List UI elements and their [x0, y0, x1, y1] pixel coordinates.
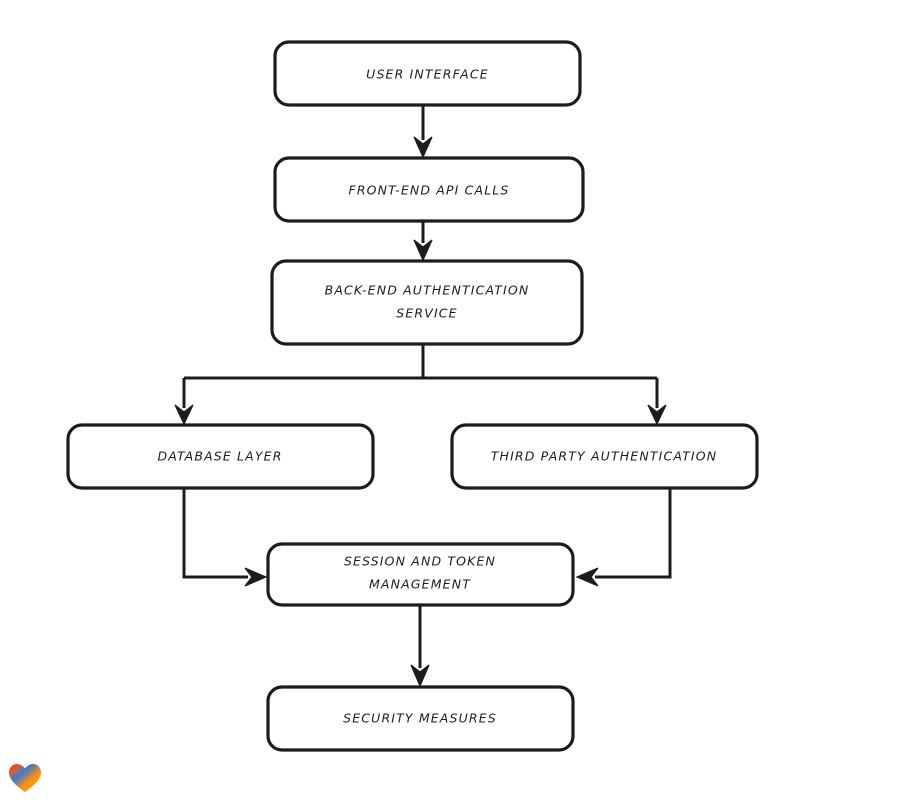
node-box-database-layer[interactable]: [66, 423, 375, 490]
node-label-third-party-auth: THIRD PARTY AUTHENTICATION: [491, 449, 718, 464]
node-database-layer[interactable]: DATABASE LAYER: [66, 423, 375, 490]
edge-ui-to-api: [413, 105, 433, 159]
node-label-back-end-auth-service-line1: BACK-END AUTHENTICATION: [325, 283, 530, 298]
node-back-end-auth-service[interactable]: BACK-END AUTHENTICATION SERVICE: [270, 259, 584, 346]
edge-db-to-session: [182, 488, 268, 587]
node-user-interface[interactable]: USER INTERFACE: [273, 40, 582, 107]
heart-shape-blue-overlay: [9, 764, 41, 792]
node-front-end-api-calls[interactable]: FRONT-END API CALLS: [273, 156, 585, 223]
node-box-back-end-auth-service[interactable]: [270, 259, 584, 346]
node-security-measures[interactable]: SECURITY MEASURES: [266, 685, 575, 752]
edge-backend-branch-bus: [184, 344, 657, 380]
node-label-front-end-api-calls: FRONT-END API CALLS: [348, 183, 509, 198]
heart-icon: [9, 764, 41, 792]
node-box-session-token-mgmt[interactable]: [266, 542, 575, 607]
edge-third-to-session: [575, 488, 672, 587]
node-box-third-party-auth[interactable]: [450, 423, 759, 490]
edge-session-to-security: [410, 605, 430, 688]
node-label-user-interface: USER INTERFACE: [366, 67, 489, 82]
node-box-user-interface[interactable]: [273, 40, 582, 107]
edge-api-to-backend: [413, 221, 433, 262]
node-box-front-end-api-calls[interactable]: [273, 156, 585, 223]
node-third-party-auth[interactable]: THIRD PARTY AUTHENTICATION: [450, 423, 759, 490]
edge-backend-to-third: [647, 378, 667, 426]
node-label-session-token-mgmt-line1: SESSION AND TOKEN: [344, 554, 496, 569]
node-label-database-layer: DATABASE LAYER: [157, 449, 282, 464]
node-label-session-token-mgmt-line2: MANAGEMENT: [369, 577, 471, 592]
node-label-security-measures: SECURITY MEASURES: [343, 711, 497, 726]
node-session-token-mgmt[interactable]: SESSION AND TOKEN MANAGEMENT: [266, 542, 575, 607]
node-box-security-measures[interactable]: [266, 685, 575, 752]
node-label-back-end-auth-service-line2: SERVICE: [396, 306, 457, 321]
edge-backend-to-db: [174, 378, 194, 426]
